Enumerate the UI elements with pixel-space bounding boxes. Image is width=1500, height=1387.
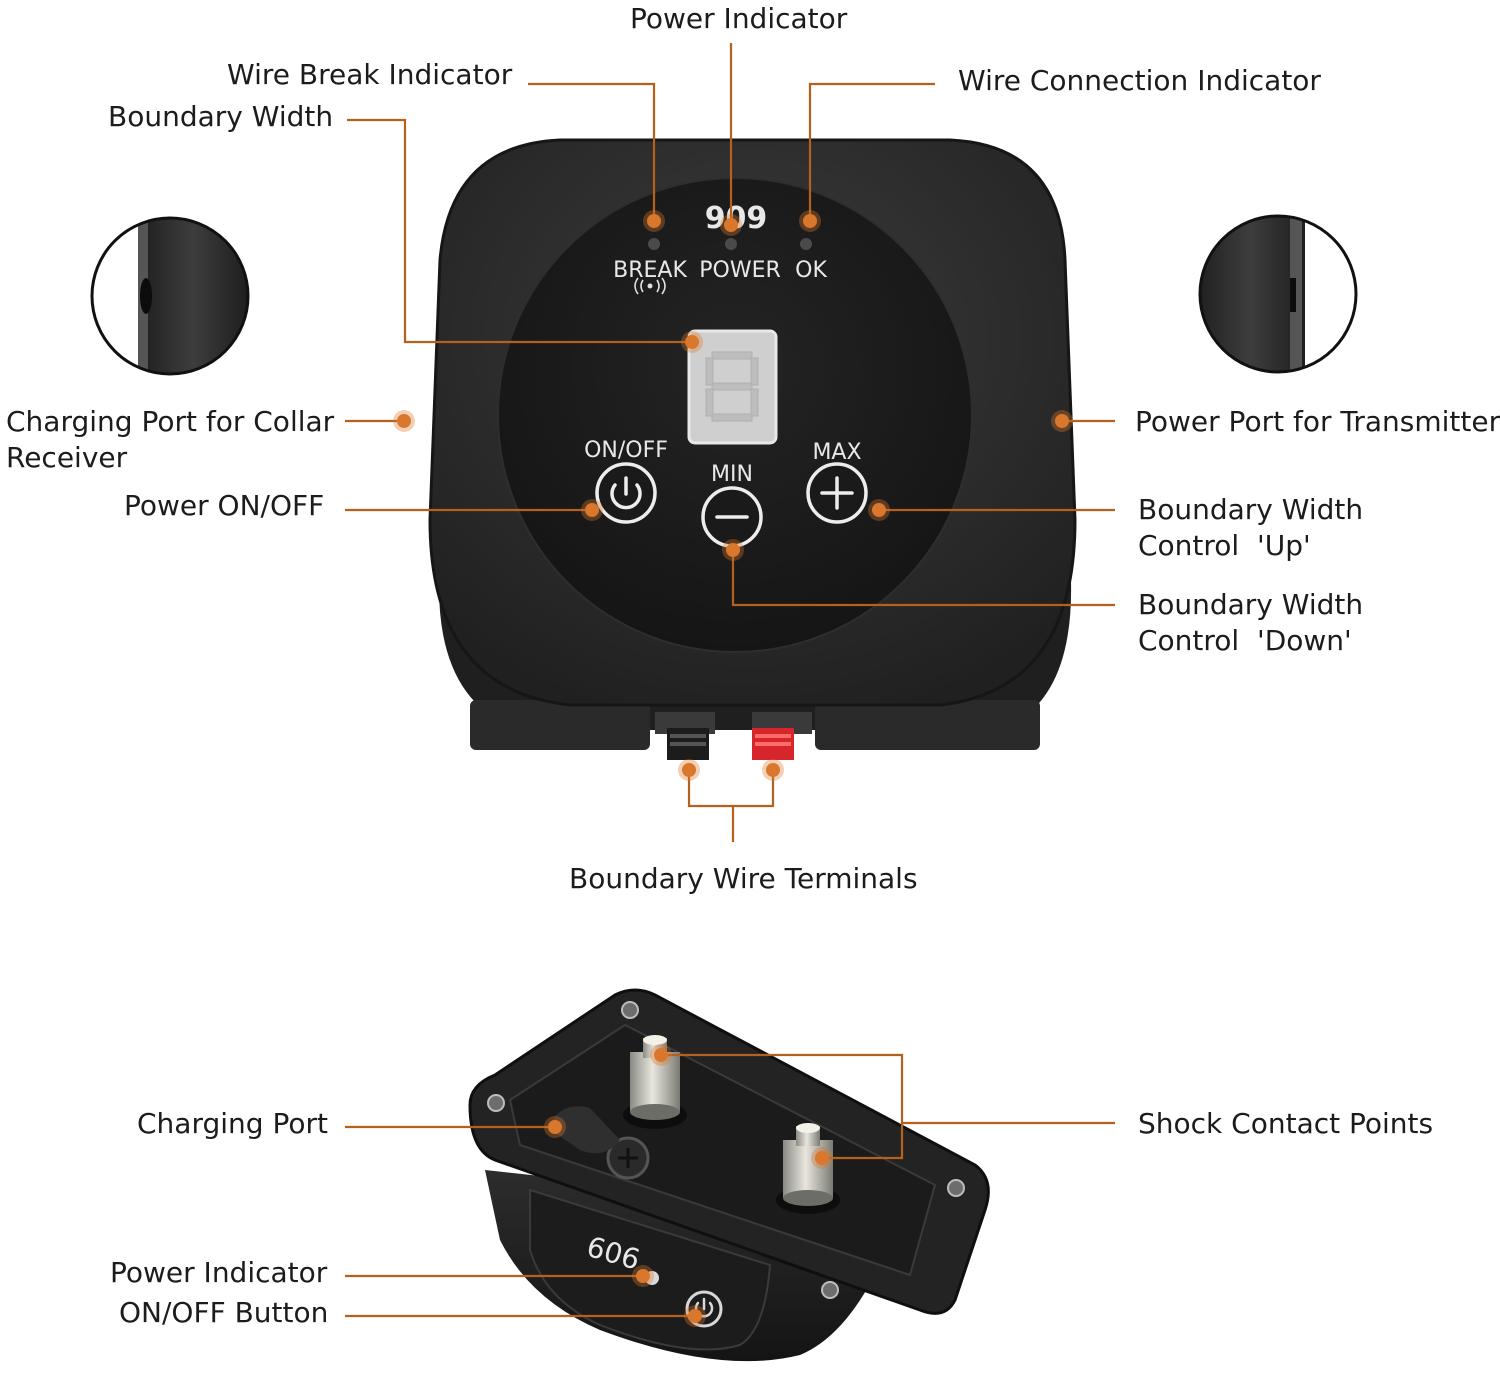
- dot-power-on-off: [585, 503, 599, 517]
- dot-wire-break: [647, 214, 661, 228]
- label-boundary-up: Boundary Width Control 'Up': [1138, 492, 1363, 564]
- led-break: [648, 238, 660, 250]
- onoff-button-label: ON/OFF: [584, 438, 668, 463]
- leader-boundary-down: [731, 550, 1115, 607]
- dot-charging-port: [548, 1120, 562, 1134]
- label-boundary-down-line1: Boundary Width: [1138, 588, 1364, 621]
- led-power-label: POWER: [699, 258, 781, 283]
- callout-dots: [393, 210, 1073, 1327]
- signal-waves-icon: [634, 277, 666, 295]
- dot-boundary-down: [726, 543, 740, 557]
- red-wire-terminal: [752, 712, 812, 760]
- collar-onoff-button[interactable]: [685, 1290, 723, 1328]
- label-shock-contact-points: Shock Contact Points: [1138, 1107, 1434, 1140]
- label-boundary-down: Boundary Width Control 'Down': [1138, 587, 1363, 659]
- min-button[interactable]: [701, 486, 763, 548]
- dot-power-indicator-collar: [636, 1269, 650, 1283]
- min-button-label: MIN: [711, 462, 753, 487]
- max-button[interactable]: [806, 462, 868, 524]
- label-power-on-off: Power ON/OFF: [124, 489, 325, 522]
- dot-power-port: [1055, 414, 1069, 428]
- callout-leaders: [345, 43, 1115, 1318]
- label-power-indicator-collar: Power Indicator: [110, 1256, 328, 1289]
- charging-port-screw-cross: [618, 1148, 638, 1168]
- label-wire-break-indicator: Wire Break Indicator: [227, 58, 513, 91]
- label-on-off-button: ON/OFF Button: [119, 1296, 329, 1329]
- dot-shock-contact-1: [654, 1048, 668, 1062]
- leader-shock-contact-1: [661, 1053, 904, 1160]
- power-icon: [694, 1297, 714, 1318]
- seven-segment-digit: [705, 351, 759, 422]
- power-button[interactable]: [595, 462, 657, 524]
- collar-inner-rim: [508, 1023, 937, 1277]
- transmitter-device: 909 BREAK POWER OK: [428, 138, 1077, 760]
- led-ok: [800, 238, 812, 250]
- label-power-indicator-top: Power Indicator: [630, 2, 848, 35]
- dot-shock-contact-2: [815, 1151, 829, 1165]
- dot-charging-port-collar: [397, 414, 411, 428]
- dot-on-off-button: [688, 1309, 702, 1323]
- black-wire-terminal: [655, 712, 715, 760]
- label-boundary-down-line2: Control 'Down': [1138, 624, 1352, 657]
- label-wire-connection-indicator: Wire Connection Indicator: [958, 64, 1321, 97]
- dot-terminal-red: [766, 763, 780, 777]
- leader-wire-break: [528, 82, 656, 218]
- label-charging-port-collar-line2: Receiver: [6, 441, 128, 474]
- collar-screw: [487, 1001, 965, 1299]
- plus-icon: [820, 476, 854, 510]
- collar-front-panel: [529, 1188, 772, 1351]
- led-break-label: BREAK: [613, 258, 687, 283]
- dot-boundary-up: [872, 503, 886, 517]
- charging-port-zoom: [90, 216, 250, 376]
- transmitter-model: 909: [705, 201, 768, 236]
- led-power: [725, 238, 737, 250]
- label-power-port-transmitter: Power Port for Transmitter: [1135, 405, 1500, 438]
- label-charging-port-collar-line1: Charging Port for Collar: [6, 405, 335, 438]
- transmitter-base-ledge: [815, 700, 1040, 750]
- label-boundary-up-line2: Control 'Up': [1138, 529, 1311, 562]
- power-icon: [610, 476, 642, 510]
- dot-power-indicator: [724, 218, 738, 232]
- leader-terminals: [687, 770, 775, 808]
- power-port-zoom: [1198, 214, 1358, 374]
- dot-terminal-black: [682, 763, 696, 777]
- leader-wire-connection: [808, 82, 935, 218]
- max-button-label: MAX: [812, 440, 861, 465]
- transmitter-base-ledge: [470, 700, 650, 750]
- charging-port-cap: [548, 1106, 620, 1154]
- label-charging-port-collar: Charging Port for Collar Receiver: [6, 404, 334, 476]
- label-boundary-up-line1: Boundary Width: [1138, 493, 1364, 526]
- dot-wire-connection: [803, 214, 817, 228]
- led-ok-label: OK: [795, 258, 827, 283]
- label-boundary-wire-terminals: Boundary Wire Terminals: [569, 862, 918, 895]
- collar-receiver: 606: [468, 988, 990, 1362]
- shock-contact-point: [776, 1123, 840, 1214]
- label-charging-port: Charging Port: [137, 1107, 328, 1140]
- label-boundary-width: Boundary Width: [108, 100, 334, 133]
- leader-boundary-width: [347, 118, 690, 344]
- dot-boundary-width: [685, 335, 699, 349]
